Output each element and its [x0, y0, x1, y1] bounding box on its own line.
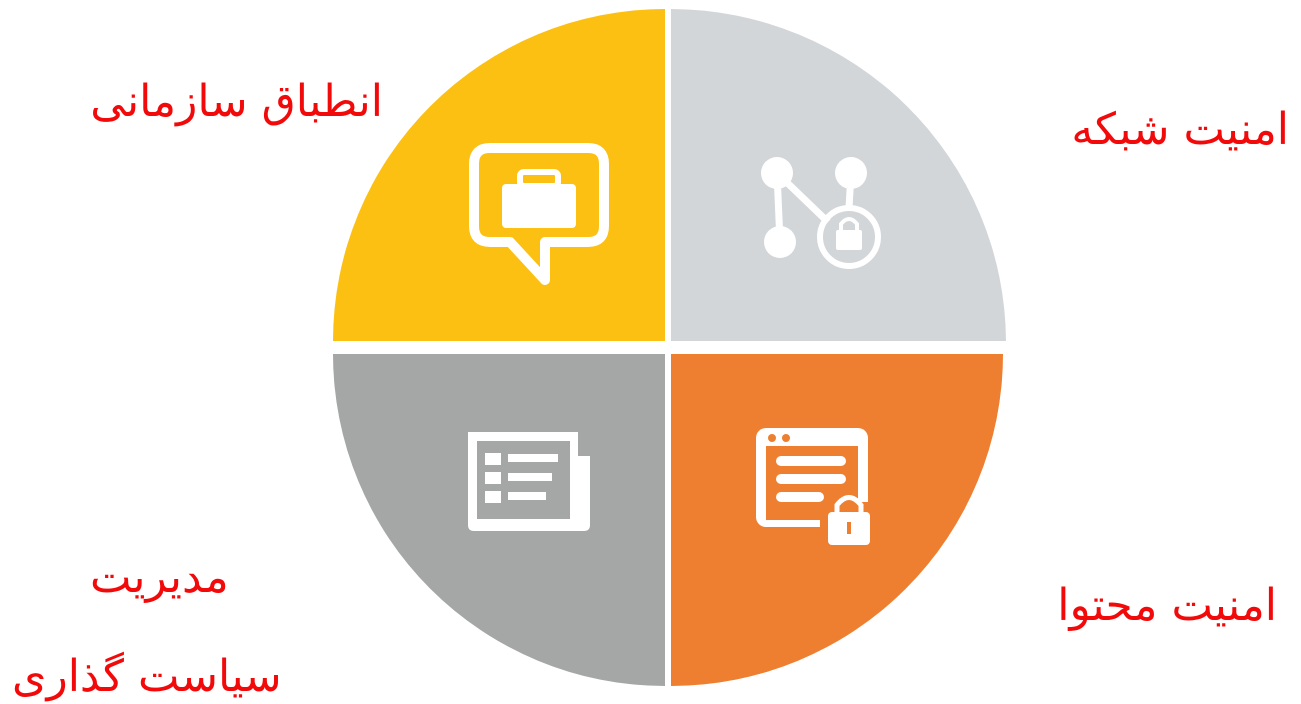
- label-content-security: امنیت محتوا: [1057, 580, 1277, 631]
- label-network-security: امنیت شبکه: [1071, 104, 1289, 155]
- label-policy-line2: سیاست گذاری: [12, 651, 282, 702]
- briefcase-speech-icon: [469, 143, 609, 285]
- browser-lock-icon: [756, 428, 878, 552]
- checklist-document-icon: [468, 432, 590, 531]
- network-lock-icon: [761, 157, 881, 269]
- quadrant-compliance: [333, 9, 665, 341]
- label-compliance: انطباق سازمانی: [90, 76, 383, 127]
- label-policy-line1: مدیریت: [90, 552, 229, 603]
